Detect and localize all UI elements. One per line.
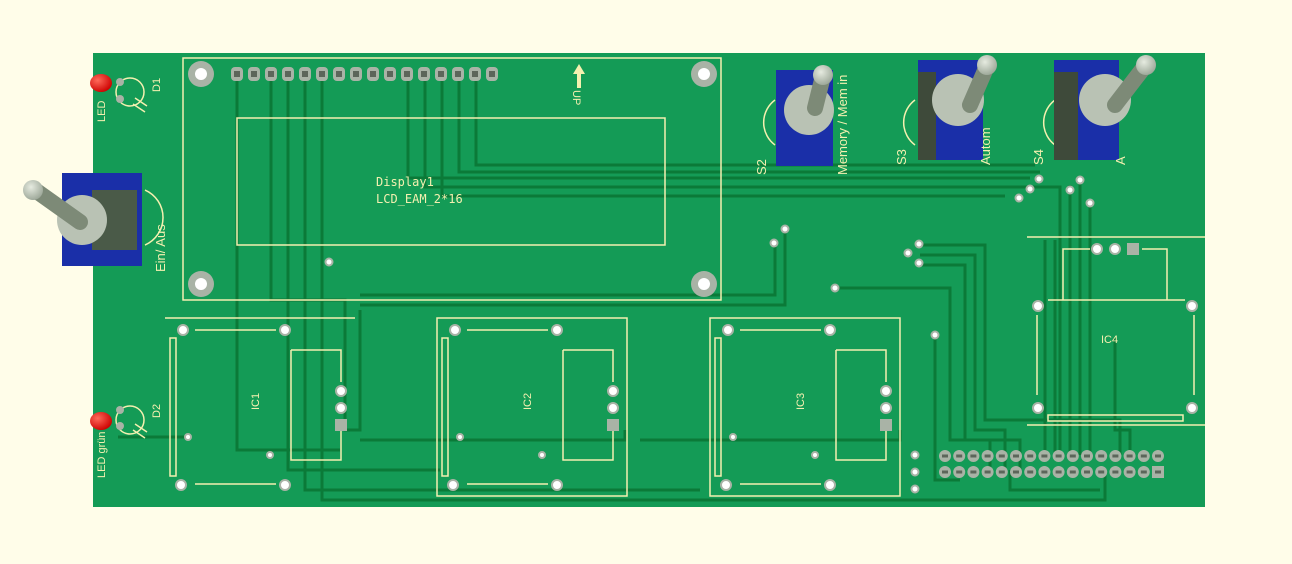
traces: [118, 74, 1132, 502]
ic4-ref: IC4: [1101, 334, 1118, 346]
ic2: IC2: [436, 317, 628, 497]
mounting-hole: [691, 61, 717, 87]
switch-s1[interactable]: Ein/ Aus: [23, 173, 168, 272]
led-d2: D2 LED grün: [90, 404, 163, 478]
ic2-ref: IC2: [522, 393, 534, 410]
pcb-board: [93, 53, 1205, 507]
switch-s4-ref: S4: [1031, 149, 1046, 165]
mounting-hole: [188, 271, 214, 297]
switch-s3[interactable]: S3 Autom: [894, 55, 997, 165]
ic3-ref: IC3: [795, 393, 807, 410]
led-d2-value: LED grün: [96, 432, 108, 478]
lcd-pin-header: [231, 67, 498, 81]
switch-s2[interactable]: S2 Memory / Mem in: [754, 65, 850, 175]
switch-s2-ref: S2: [754, 159, 769, 175]
pin-header-2x16: [939, 450, 1164, 478]
switch-s3-label: Autom: [978, 127, 993, 165]
ic1-ref: IC1: [250, 393, 262, 410]
switch-s4[interactable]: S4 A: [1031, 55, 1156, 165]
switch-s1-label: Ein/ Aus: [153, 224, 168, 272]
led-d1: D1 LED: [90, 74, 163, 122]
led-d1-ref: D1: [151, 78, 163, 92]
display-part: LCD_EAM_2*16: [376, 192, 463, 206]
up-arrow-icon: [573, 64, 585, 88]
display-ref: Display1: [376, 175, 434, 189]
mounting-hole: [188, 61, 214, 87]
lcd-display: Display1 LCD_EAM_2*16 UP: [182, 57, 722, 301]
ic1: IC1: [165, 317, 355, 491]
up-label: UP: [570, 90, 582, 105]
switch-s2-label: Memory / Mem in: [835, 75, 850, 175]
switch-s3-ref: S3: [894, 149, 909, 165]
led-d1-value: LED: [96, 101, 108, 122]
ic3: IC3: [709, 317, 901, 497]
led-d2-ref: D2: [151, 404, 163, 418]
mounting-hole: [691, 271, 717, 297]
vias: [324, 174, 1095, 494]
switch-s4-label: A: [1113, 156, 1128, 165]
ic4: IC4: [1027, 236, 1205, 426]
